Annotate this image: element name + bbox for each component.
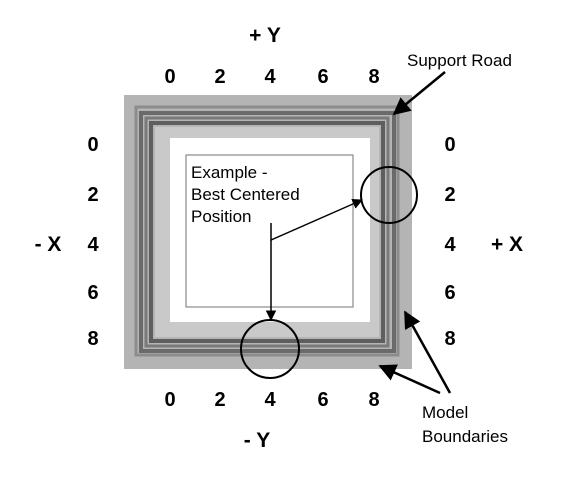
support-road-label: Support Road	[407, 51, 512, 70]
example-label-line1: Example -	[191, 163, 268, 182]
axis-label-plus-y: + Y	[249, 24, 281, 47]
model-boundaries-label-line1: Model	[422, 403, 468, 422]
tick-left: 8	[87, 328, 98, 350]
tick-bottom: 6	[317, 389, 328, 411]
support-road-arrow	[392, 71, 446, 116]
tick-right: 0	[444, 134, 455, 156]
tick-bottom: 4	[264, 389, 276, 411]
axis-label-plus-x: + X	[491, 233, 523, 256]
tick-top: 2	[214, 66, 225, 88]
axis-label-minus-x: - X	[35, 233, 62, 256]
tick-bottom: 8	[368, 389, 379, 411]
tick-right: 8	[444, 328, 455, 350]
model-boundary-outline	[134, 105, 400, 357]
model-boundaries-arrow-right	[403, 310, 452, 394]
tick-top: 0	[164, 66, 175, 88]
highlight-circle-right	[360, 166, 418, 224]
model-boundary-outline	[149, 121, 385, 343]
tick-bottom: 0	[164, 389, 175, 411]
tick-left: 0	[87, 134, 98, 156]
tick-right: 2	[444, 184, 455, 206]
model-boundaries-label-line2: Boundaries	[422, 427, 508, 446]
tick-top: 8	[368, 66, 379, 88]
model-boundaries-arrow-bottom	[378, 364, 441, 395]
tick-top: 4	[264, 66, 276, 88]
example-label-line3: Position	[191, 207, 251, 226]
tick-left: 4	[87, 234, 99, 256]
axis-label-minus-y: - Y	[244, 429, 270, 452]
tick-top: 6	[317, 66, 328, 88]
model-boundary-outline	[144, 116, 390, 348]
tick-right: 4	[444, 234, 456, 256]
example-position-box	[185, 154, 354, 308]
tick-left: 6	[87, 282, 98, 304]
tick-right: 6	[444, 282, 455, 304]
example-label-line2: Best Centered	[191, 185, 300, 204]
model-boundary-outline	[139, 111, 396, 353]
tick-left: 2	[87, 184, 98, 206]
tick-bottom: 2	[214, 389, 225, 411]
